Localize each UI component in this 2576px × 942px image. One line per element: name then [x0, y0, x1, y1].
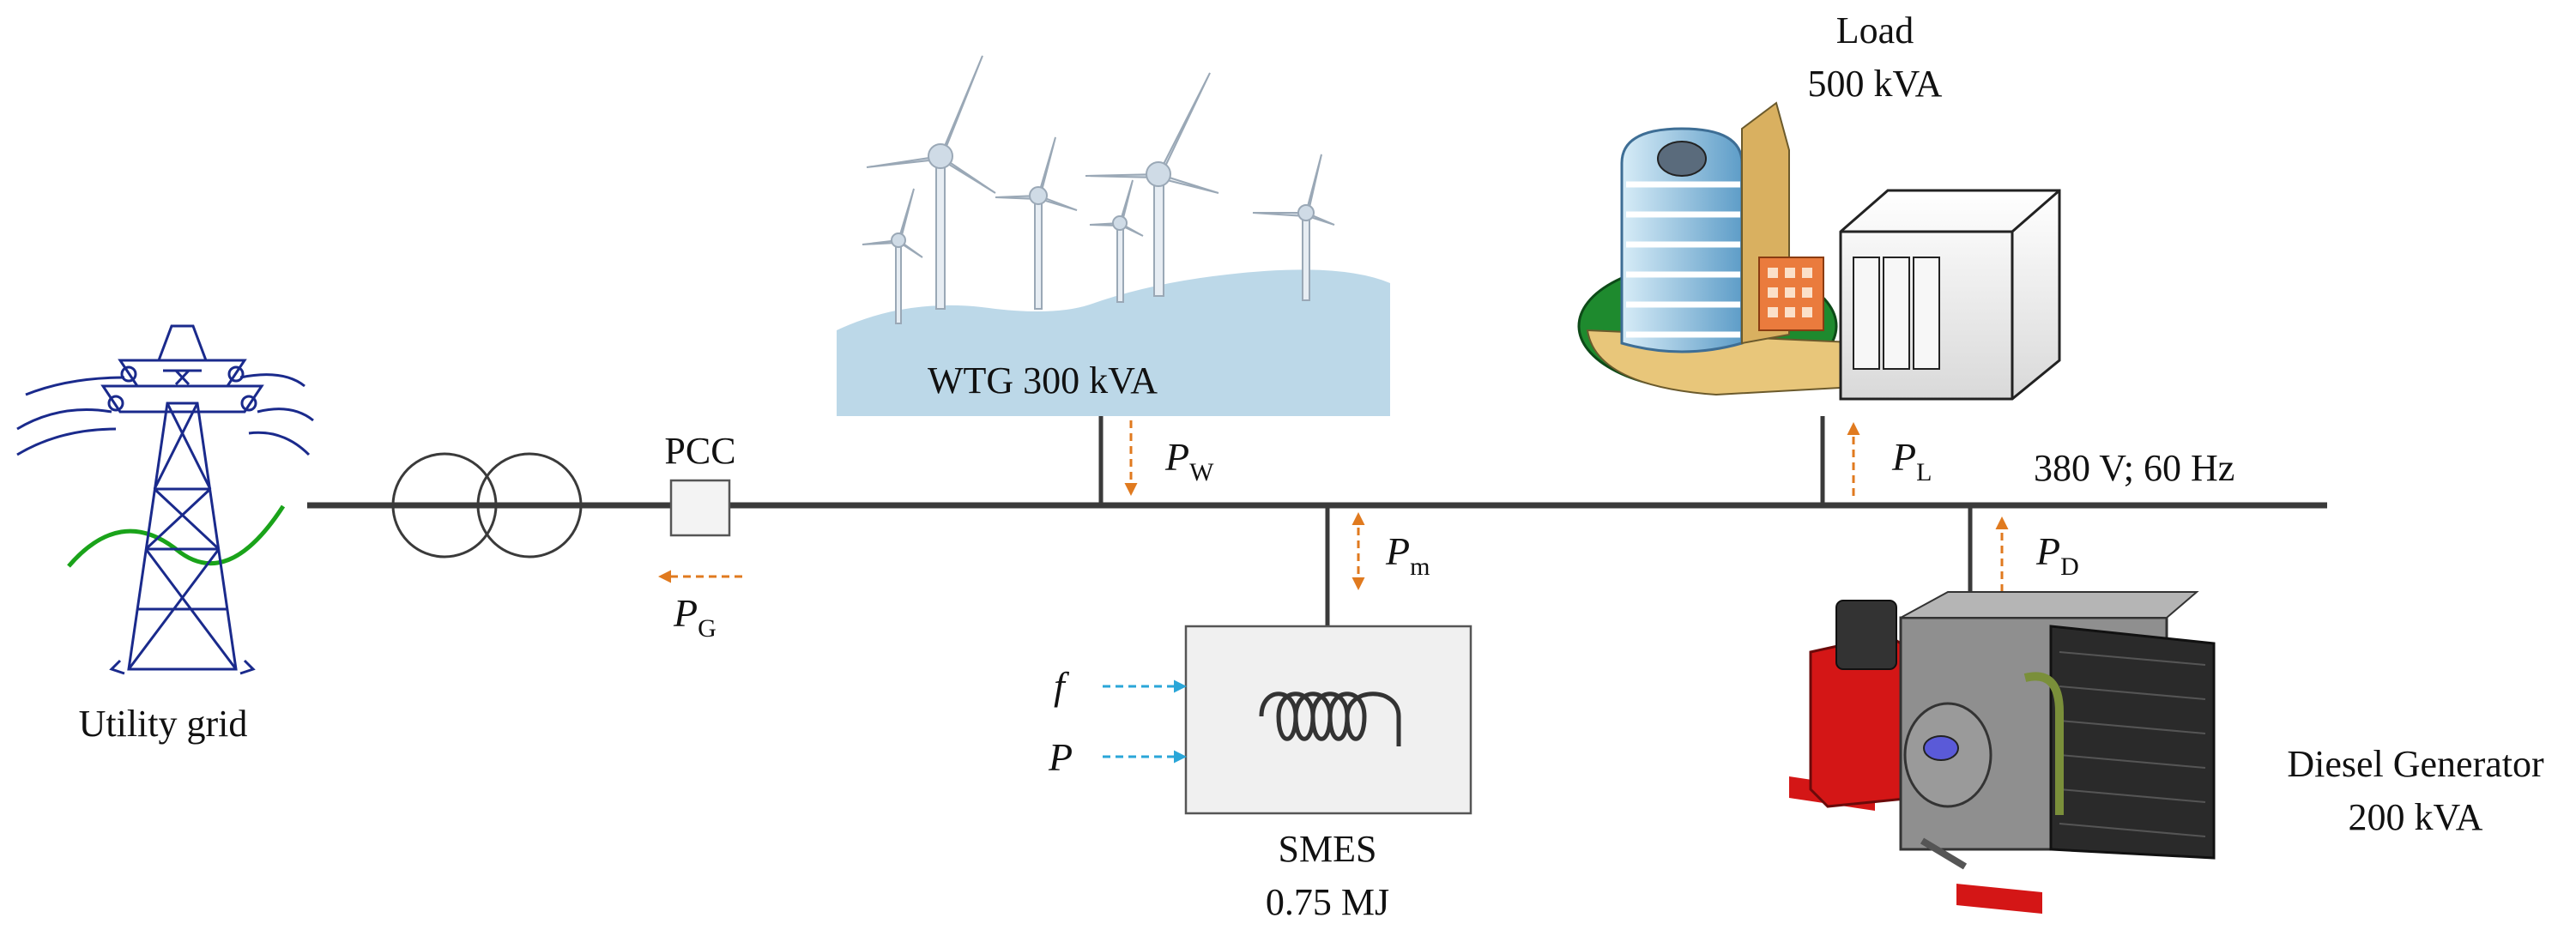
bus-rating-label: 380 V; 60 Hz	[2034, 447, 2234, 489]
wtg-label: WTG 300 kVA	[928, 359, 1158, 402]
smes-rating: 0.75 MJ	[1266, 881, 1389, 923]
pd-label: PD	[2035, 529, 2079, 581]
diesel-title: Diesel Generator	[2287, 743, 2544, 785]
diesel-generator-icon	[1789, 591, 2216, 914]
pcc-label: PCC	[664, 430, 735, 472]
smes-title: SMES	[1279, 828, 1377, 870]
load-rating: 500 kVA	[1808, 63, 1943, 105]
coil-icon	[1259, 691, 1401, 746]
wind-turbine-icon	[837, 55, 1390, 416]
pl-label: PL	[1891, 435, 1932, 486]
smes-input-f: f	[1054, 664, 1070, 708]
smes-input-p: P	[1048, 735, 1073, 779]
building-load-icon	[1577, 101, 2061, 401]
pg-label: PG	[673, 591, 717, 643]
pm-label: Pm	[1385, 529, 1430, 581]
pw-label: PW	[1164, 435, 1214, 486]
transmission-tower-icon	[16, 324, 314, 675]
pcc-breaker	[669, 479, 731, 537]
load-title: Load	[1836, 9, 1914, 51]
diesel-rating: 200 kVA	[2349, 796, 2483, 838]
utility-grid-label: Utility grid	[79, 703, 248, 745]
